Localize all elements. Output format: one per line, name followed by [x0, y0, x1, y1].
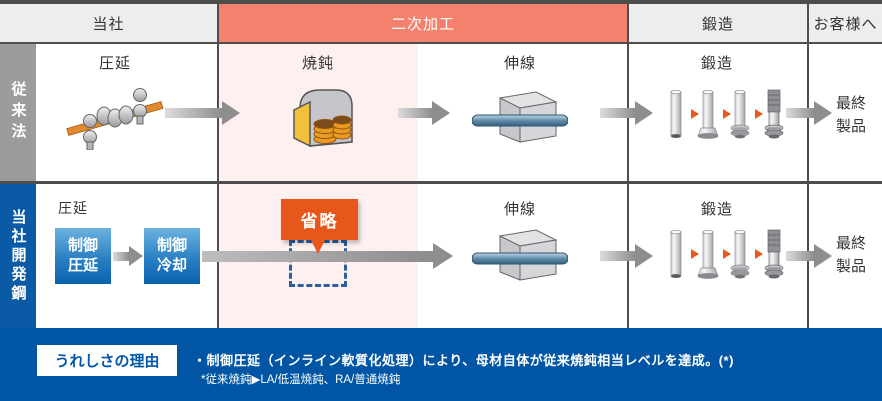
final-product-conv: 最終 製品 [836, 95, 867, 135]
sidebar-developed-label: 当社開発鋼 [9, 208, 27, 304]
flow-arrow-icon [786, 244, 832, 268]
flow-arrow-icon [600, 101, 653, 125]
column-divider-2 [627, 4, 629, 328]
sidebar-conventional-label: 従来法 [9, 81, 27, 144]
final-product-dev: 最終 製品 [836, 235, 867, 275]
step-label-drawing-conv: 伸線 [503, 55, 536, 72]
rolling-mill-icon [66, 88, 164, 150]
annealing-furnace-icon [293, 89, 353, 148]
step-label-annealing: 焼鈍 [301, 55, 334, 72]
header-company-label: 当社 [92, 15, 125, 33]
top-border [0, 0, 882, 4]
wire-drawing-die-icon [472, 91, 568, 143]
header-forging: 鍛造 [629, 4, 807, 42]
step-label-forging-conv: 鍛造 [700, 55, 733, 72]
controlled-rolling-box: 制御 圧延 [55, 228, 111, 284]
forging-steps-icon [670, 89, 784, 139]
flow-arrow-icon [398, 101, 450, 125]
flow-arrow-icon [600, 244, 653, 268]
header-secondary-label: 二次加工 [390, 15, 455, 33]
flow-arrow-icon [113, 246, 143, 266]
step-label-drawing-dev: 伸線 [503, 201, 536, 218]
header-company: 当社 [0, 4, 217, 42]
flow-arrow-icon [165, 101, 240, 125]
forging-steps-icon [670, 229, 784, 279]
omitted-callout-tail [311, 240, 325, 254]
step-label-rolling-dev: 圧延 [58, 200, 88, 216]
column-divider-3 [807, 4, 809, 328]
omitted-callout: 省略 [281, 199, 358, 240]
step-label-rolling-conv: 圧延 [98, 55, 131, 72]
wire-drawing-die-icon [472, 229, 568, 281]
column-divider-1 [217, 4, 219, 328]
row-divider [0, 181, 882, 184]
benefit-badge: うれしさの理由 [37, 345, 177, 376]
header-forging-label: 鍛造 [701, 15, 734, 33]
header-customer-label: お客様へ [813, 15, 878, 33]
benefit-text: ・制御圧延（インライン軟質化処理）により、母材自体が従来焼鈍相当レベルを達成。(… [193, 353, 734, 368]
sidebar-developed: 当社開発鋼 [0, 184, 36, 328]
flow-arrow-icon [202, 243, 453, 269]
sidebar-conventional: 従来法 [0, 44, 36, 181]
controlled-cooling-box: 制御 冷却 [144, 228, 200, 284]
step-label-forging-dev: 鍛造 [700, 201, 733, 218]
benefit-footnote: *従来焼鈍▶LA/低温焼鈍、RA/普通焼鈍 [201, 374, 401, 386]
header-customer: お客様へ [809, 4, 882, 42]
header-bottom-border [0, 42, 882, 44]
flow-arrow-icon [786, 101, 832, 125]
header-secondary-processing: 二次加工 [219, 4, 627, 42]
